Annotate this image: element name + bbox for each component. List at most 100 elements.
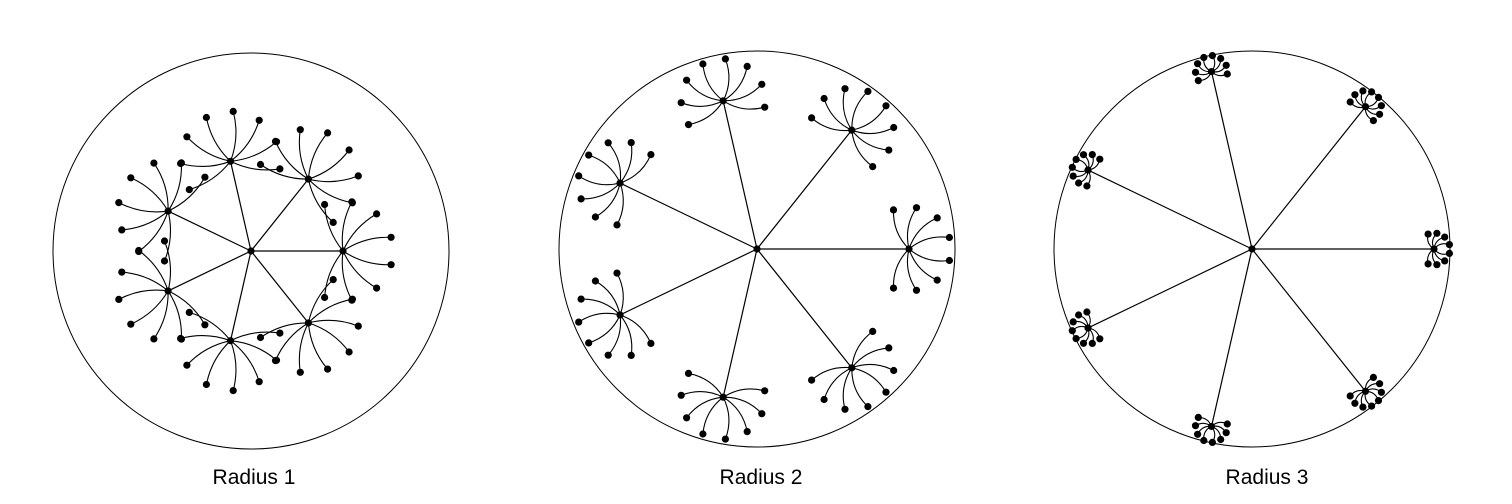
leaf-edge	[616, 272, 624, 316]
nodes-group	[1068, 52, 1453, 446]
leaf-node	[647, 339, 655, 347]
leaf-node	[329, 276, 337, 284]
leaf-node	[1194, 77, 1202, 85]
leaf-node	[115, 199, 123, 207]
leaf-edge	[851, 105, 887, 131]
leaf-edge	[842, 367, 853, 410]
leaf-node	[869, 327, 877, 335]
leaf-edge	[616, 182, 624, 226]
spoke-edge	[722, 248, 758, 398]
leaf-edge	[688, 100, 724, 126]
leaf-edge	[341, 250, 353, 301]
leaf-edge	[619, 142, 633, 184]
leaf-node	[1200, 436, 1208, 445]
hub-node	[304, 319, 312, 327]
leaf-edge	[851, 367, 869, 407]
spoke-edge	[1251, 248, 1366, 392]
leaf-node	[1072, 155, 1080, 163]
leaf-edge	[308, 298, 353, 324]
nodes-group	[575, 55, 954, 443]
leaf-node	[1374, 93, 1383, 101]
leaf-edge	[595, 280, 621, 316]
leaf-node	[160, 257, 169, 265]
leaf-node	[1088, 151, 1096, 159]
leaf-edge	[230, 340, 277, 361]
leaf-edge	[686, 396, 724, 419]
leaf-edge	[230, 331, 280, 342]
leaf-node	[1374, 397, 1383, 405]
hub-node	[164, 287, 172, 295]
leaf-node	[885, 146, 893, 154]
leaf-node	[1433, 261, 1441, 269]
leaf-edge	[180, 335, 231, 342]
leaf-node	[348, 295, 356, 303]
leaf-node	[1083, 182, 1091, 190]
leaf-node	[864, 403, 872, 411]
spoke-edge	[1251, 106, 1366, 250]
leaf-edge	[619, 314, 652, 344]
leaf-node	[321, 293, 329, 302]
leaf-node	[276, 165, 284, 173]
leaf-node	[256, 333, 265, 342]
leaf-node	[604, 351, 612, 359]
leaf-node	[345, 348, 353, 356]
panel-radius-1: Radius 1	[52, 52, 450, 489]
leaf-edge	[118, 202, 169, 213]
root-node	[753, 245, 761, 253]
leaf-node	[1346, 98, 1354, 106]
leaf-edge	[342, 236, 392, 252]
leaf-node	[758, 80, 766, 88]
leaf-edge	[892, 248, 910, 289]
boundary-disk	[52, 52, 450, 450]
hub-node	[1084, 166, 1092, 174]
leaf-node	[912, 286, 921, 294]
leaf-node	[1441, 257, 1449, 265]
leaf-edge	[851, 130, 874, 168]
leaf-node	[256, 160, 265, 169]
leaf-edge	[229, 340, 237, 391]
leaf-node	[575, 172, 583, 180]
leaf-node	[841, 405, 849, 413]
leaf-edge	[341, 201, 353, 252]
leaf-node	[296, 368, 304, 376]
leaf-edge	[702, 396, 724, 435]
leaf-edge	[578, 175, 621, 186]
leaf-edge	[189, 160, 231, 191]
hub-node	[719, 97, 727, 105]
leaf-node	[348, 199, 356, 207]
leaf-node	[387, 233, 395, 241]
leaf-node	[1368, 88, 1376, 96]
hub-node	[905, 245, 913, 253]
leaf-node	[118, 268, 126, 276]
leaf-edge	[722, 396, 730, 440]
leaf-edge	[686, 79, 724, 102]
leaf-node	[585, 151, 593, 159]
leaf-node	[354, 172, 362, 180]
leaf-edge	[588, 154, 621, 184]
leaf-node	[1424, 230, 1432, 238]
leaf-edge	[723, 83, 763, 102]
leaf-node	[229, 387, 237, 395]
leaf-edge	[811, 117, 852, 132]
leaf-edge	[308, 149, 350, 180]
leaf-edge	[892, 209, 910, 250]
spoke-edge	[250, 250, 309, 324]
spoke-edge	[250, 178, 309, 252]
leaf-node	[1376, 380, 1384, 388]
leaf-node	[1079, 339, 1088, 347]
leaf-node	[1068, 327, 1076, 335]
spoke-edge	[1210, 248, 1253, 427]
leaf-node	[743, 62, 751, 70]
spoke-edge	[167, 210, 252, 252]
leaf-edge	[167, 290, 206, 326]
leaf-node	[585, 339, 593, 347]
leaf-node	[933, 276, 941, 284]
leaf-edge	[153, 290, 169, 340]
spoke-edge	[167, 250, 252, 292]
leaf-node	[115, 295, 123, 303]
leaf-node	[627, 139, 635, 147]
leaf-node	[229, 107, 237, 115]
leaf-edge	[607, 314, 622, 356]
hub-node	[339, 247, 347, 255]
leaf-edge	[722, 100, 765, 110]
